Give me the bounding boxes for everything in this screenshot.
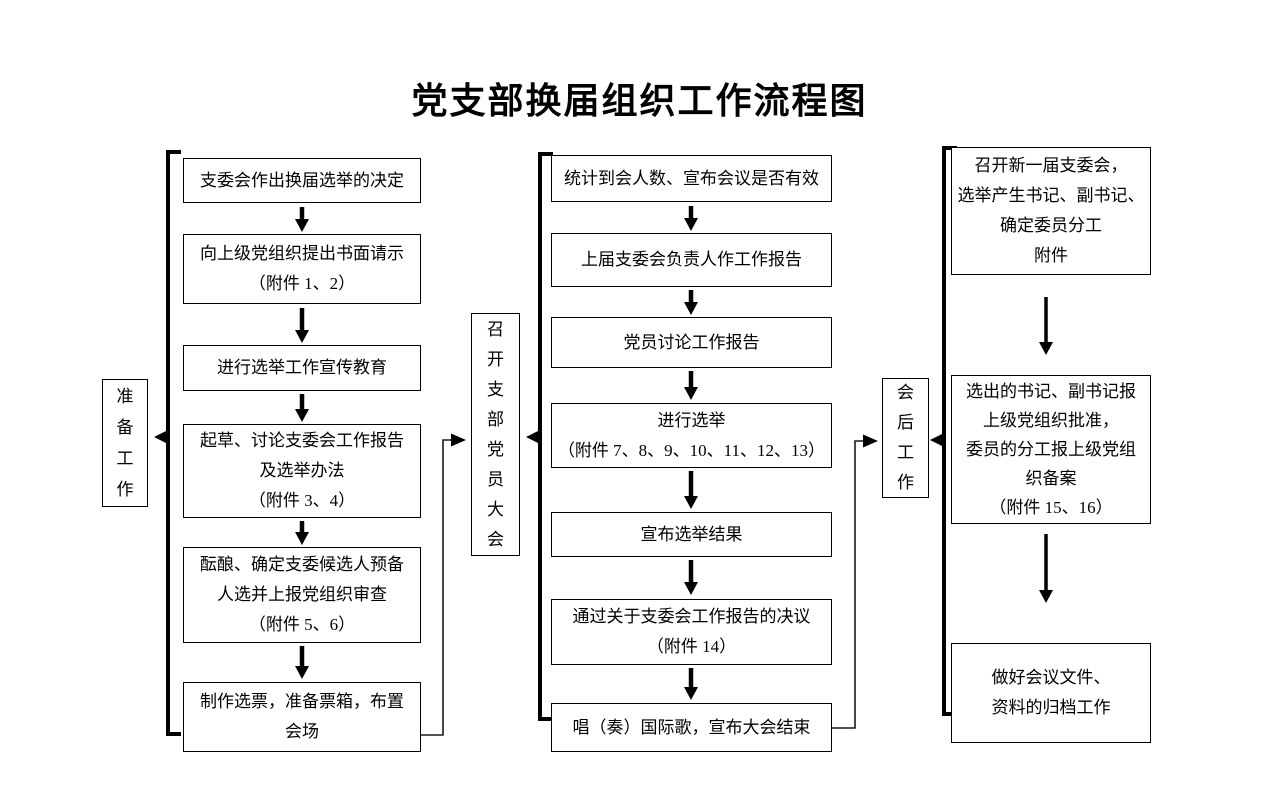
prepare-step-6: 制作选票，准备票箱，布置 会场: [183, 682, 421, 752]
flow-down-arrow: [684, 668, 698, 700]
after-bracket-tick: [930, 433, 944, 447]
meeting-step-3: 党员讨论工作报告: [551, 317, 832, 368]
meeting-step-4: 进行选举 （附件 7、8、9、10、11、12、13）: [551, 403, 832, 468]
connector-arrowhead: [451, 433, 466, 447]
prepare-bracket-tick: [154, 430, 168, 444]
after-step-1: 召开新一届支委会， 选举产生书记、副书记、 确定委员分工 附件: [951, 147, 1151, 275]
meeting-bracket: [526, 152, 553, 721]
page-title: 党支部换届组织工作流程图: [411, 80, 868, 121]
after-step-3: 做好会议文件、 资料的归档工作: [951, 643, 1151, 743]
flow-down-arrow: [295, 646, 309, 679]
flow-down-arrow: [295, 308, 309, 343]
connector-prepare-to-meeting: [421, 433, 466, 736]
flow-down-arrow: [684, 290, 698, 315]
meeting-step-5: 宣布选举结果: [551, 512, 832, 557]
connector-arrowhead: [863, 434, 878, 448]
meeting-bracket-tick: [526, 430, 540, 444]
prepare-step-4: 起草、讨论支委会工作报告 及选举办法 （附件 3、4）: [183, 424, 421, 518]
stage-label-meeting: 召 开 支 部 党 员 大 会: [471, 313, 520, 556]
prepare-step-5: 酝酿、确定支委候选人预备 人选并上报党组织审查 （附件 5、6）: [183, 547, 421, 643]
flow-down-arrow: [295, 207, 309, 232]
flow-down-arrow: [684, 206, 698, 231]
after-step-2: 选出的书记、副书记报 上级党组织批准， 委员的分工报上级党组 织备案 （附件 1…: [951, 375, 1151, 524]
meeting-step-7: 唱（奏）国际歌，宣布大会结束: [551, 703, 832, 752]
prepare-step-1: 支委会作出换届选举的决定: [183, 158, 421, 203]
prepare-step-2: 向上级党组织提出书面请示 （附件 1、2）: [183, 234, 421, 304]
stage-label-after: 会 后 工 作: [882, 378, 929, 498]
prepare-step-3: 进行选举工作宣传教育: [183, 345, 421, 391]
flow-down-arrow: [295, 394, 309, 422]
flow-down-arrow: [684, 560, 698, 595]
flow-down-arrow: [684, 371, 698, 400]
stage-label-prepare: 准 备 工 作: [102, 379, 148, 507]
flow-down-arrow: [295, 521, 309, 545]
meeting-step-6: 通过关于支委会工作报告的决议 （附件 14）: [551, 599, 832, 665]
meeting-step-1: 统计到会人数、宣布会议是否有效: [551, 155, 832, 202]
after-bracket: [930, 146, 957, 716]
meeting-step-2: 上届支委会负责人作工作报告: [551, 233, 832, 287]
flow-down-arrow: [1039, 297, 1053, 355]
flow-down-arrow: [684, 471, 698, 509]
connector-meeting-to-after: [832, 434, 878, 729]
flow-down-arrow: [1039, 534, 1053, 603]
prepare-bracket: [154, 150, 181, 736]
